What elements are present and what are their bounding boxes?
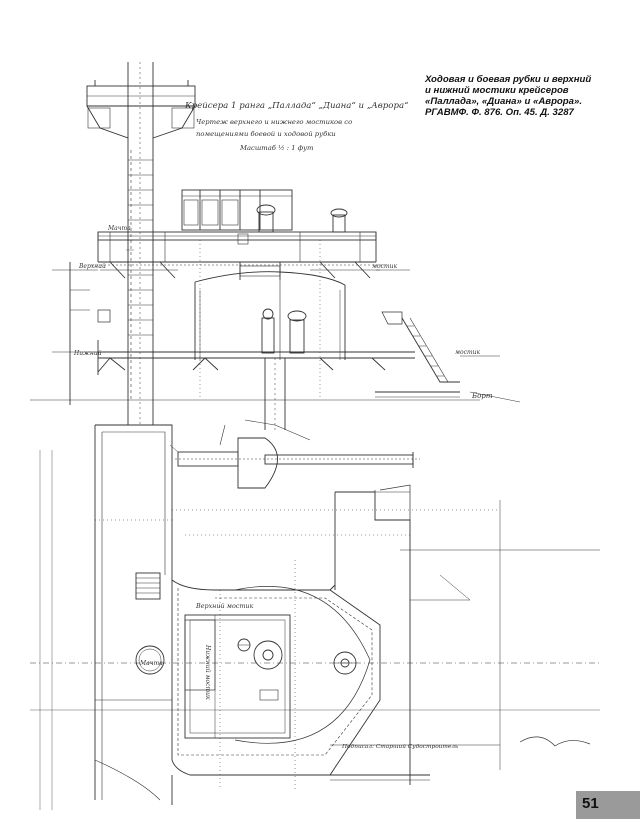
caption-line-3: «Паллада», «Диана» и «Аврора». [425,96,582,107]
signature-label: Подписал: Старший Судостроитель [341,744,458,750]
drawing-title-2: Чертеж верхнего и нижнего мостиков со [196,118,352,126]
mast-label-upper: Мачта [107,225,131,232]
upper-right-label: мостик [372,263,398,270]
caption-line-4: РГАВМФ. Ф. 876. Оп. 45. Д. 3287 [425,107,574,118]
drawing-scale: Масштаб ½ : 1 фут [239,144,313,152]
figure-caption: Ходовая и боевая рубки и верхний и нижни… [425,74,630,118]
board-label: Борт [471,392,493,400]
caption-line-2: и нижний мостики крейсеров [425,85,569,96]
upper-bridge-plan-label: Верхний мостик [195,602,254,610]
drawing-title-1: Крейсера 1 ранга „Паллада“ „Диана“ и „Ав… [184,100,409,111]
drawing-title-3: помещениями боевой и ходовой рубки [196,130,336,138]
lower-left-label: Нижний [73,350,102,357]
caption-line-1: Ходовая и боевая рубки и верхний [425,74,592,85]
page-number-tab [576,791,640,819]
signature-flourish [519,736,591,747]
page-number: 51 [582,795,599,812]
mast-label-plan: Мачта [139,660,163,667]
lower-bridge-plan-label: Нижний мостик [204,644,211,700]
upper-left-label: Верхний [78,263,106,270]
lower-right-label: мостик [455,349,481,356]
